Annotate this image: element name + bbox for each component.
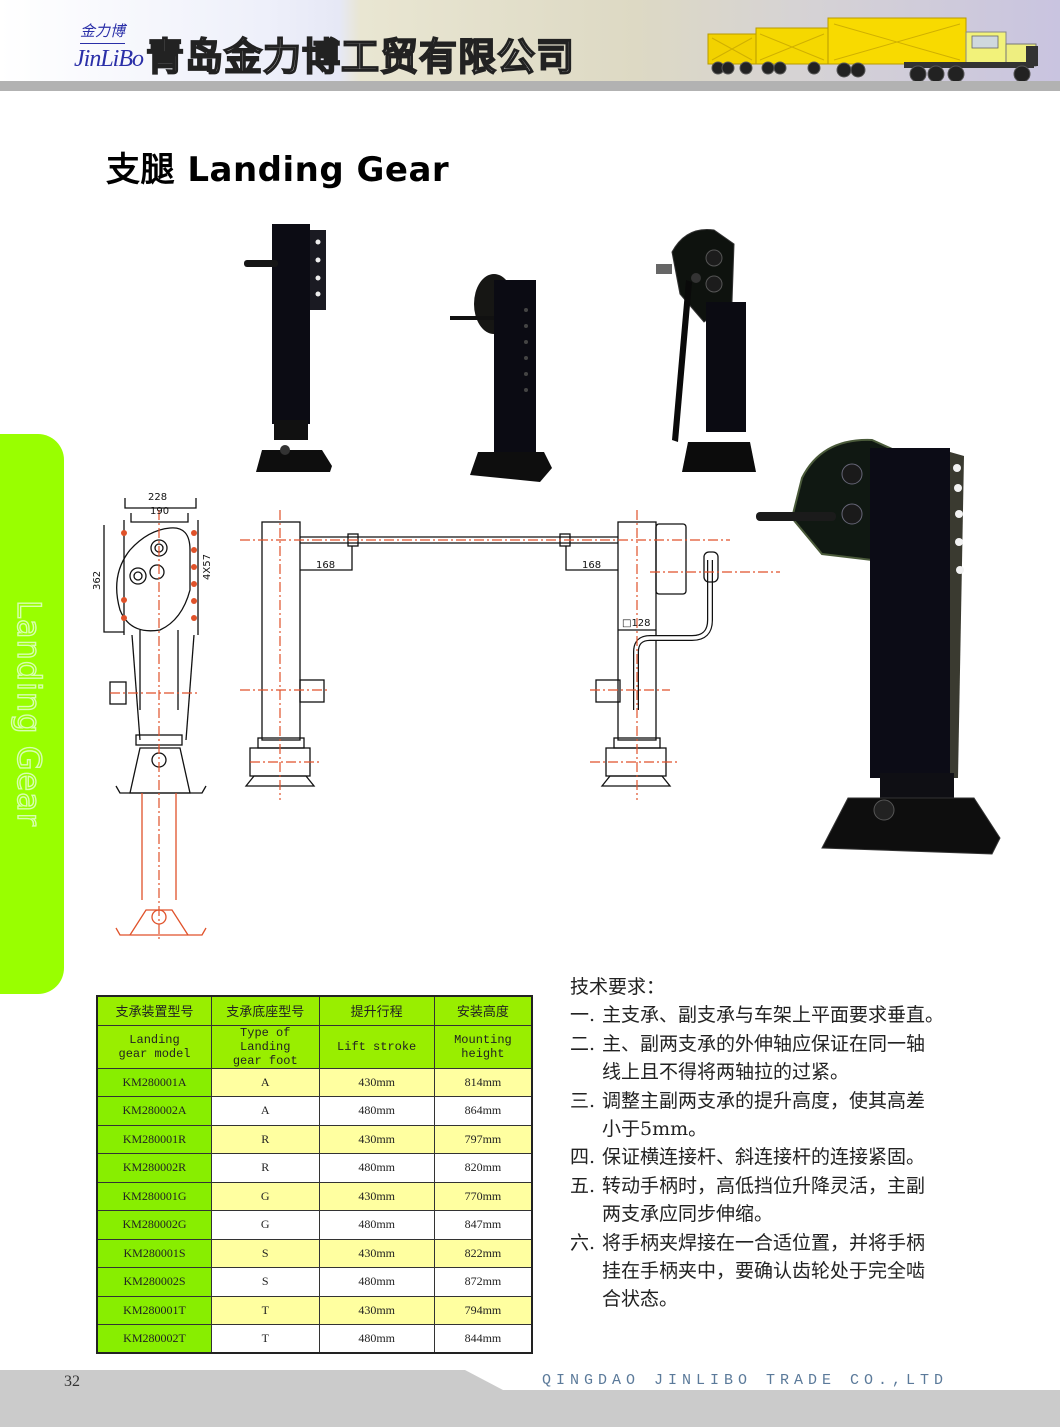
cell-foot: G <box>211 1210 320 1240</box>
cell-foot: S <box>211 1238 320 1268</box>
company-logo: 金力博 JinLiBo <box>74 20 144 82</box>
dim-hole-pattern: 4X57 <box>202 554 213 580</box>
footer-notch <box>465 1370 1060 1390</box>
company-name-chinese: 青岛金力博工贸有限公司 <box>145 34 576 80</box>
cell-height: 847mm <box>433 1210 533 1240</box>
header-model-cn: 支承装置型号 <box>96 995 213 1026</box>
cell-stroke: 430mm <box>318 1238 435 1268</box>
cell-stroke: 480mm <box>318 1096 435 1126</box>
cell-stroke: 430mm <box>318 1067 435 1097</box>
logo-chinese-text: 金力博 <box>80 20 126 44</box>
logo-english-text: JinLiBo <box>74 46 144 72</box>
landing-gear-photo-2 <box>450 274 552 482</box>
table-row: KM280002G G 480mm 847mm <box>96 1210 533 1240</box>
landing-gear-photo-4 <box>756 438 1001 855</box>
cell-model: KM280001T <box>96 1295 213 1325</box>
cell-height: 872mm <box>433 1267 533 1297</box>
truck-banner-image <box>707 17 1038 83</box>
cell-foot: S <box>211 1267 320 1297</box>
dim-width-inner: 190 <box>150 506 169 517</box>
cell-model: KM280001G <box>96 1181 213 1211</box>
cell-foot: A <box>211 1067 320 1097</box>
cell-height: 814mm <box>433 1067 533 1097</box>
cell-stroke: 480mm <box>318 1324 435 1354</box>
section-side-tab-label: Landing Gear <box>9 599 48 827</box>
cell-stroke: 430mm <box>318 1295 435 1325</box>
table-row: KM280002S S 480mm 872mm <box>96 1267 533 1297</box>
cell-stroke: 430mm <box>318 1124 435 1154</box>
header-stroke-en: Lift stroke <box>318 1024 435 1069</box>
table-row: KM280001S S 430mm 822mm <box>96 1238 533 1268</box>
dim-shaft-offset-right: 168 <box>582 560 601 571</box>
tech-item: 三. 调整主副两支承的提升高度，使其高差小于5mm。 <box>570 1089 926 1141</box>
table-header-cn-row: 支承装置型号 支承底座型号 提升行程 安装高度 <box>96 995 533 1026</box>
page-header: 金力博 JinLiBo 青岛金力博工贸有限公司 <box>0 0 1060 90</box>
page-number: 32 <box>64 1373 80 1390</box>
cell-height: 794mm <box>433 1295 533 1325</box>
cell-foot: G <box>211 1181 320 1211</box>
cell-stroke: 430mm <box>318 1181 435 1211</box>
tech-item: 五. 转动手柄时，高低挡位升降灵活，主副两支承应同步伸缩。 <box>570 1174 926 1226</box>
cell-model: KM280001A <box>96 1067 213 1097</box>
cell-height: 797mm <box>433 1124 533 1154</box>
dim-tube-size: □128 <box>622 618 651 629</box>
cell-foot: T <box>211 1324 320 1354</box>
table-row: KM280001G G 430mm 770mm <box>96 1181 533 1211</box>
cell-stroke: 480mm <box>318 1153 435 1183</box>
tech-item: 二. 主、副两支承的外伸轴应保证在同一轴线上且不得将两轴拉的过紧。 <box>570 1032 926 1084</box>
table-row: KM280001A A 430mm 814mm <box>96 1067 533 1097</box>
cell-foot: R <box>211 1153 320 1183</box>
cell-height: 770mm <box>433 1181 533 1211</box>
technical-drawing: 228 190 362 4X57 168 168 □128 <box>92 492 780 940</box>
landing-gear-photo-3 <box>656 228 756 472</box>
table-row: KM280001R R 430mm 797mm <box>96 1124 533 1154</box>
cell-model: KM280002S <box>96 1267 213 1297</box>
cell-model: KM280002G <box>96 1210 213 1240</box>
dim-width-outer: 228 <box>148 492 167 503</box>
page-title: 支腿 Landing Gear <box>106 150 450 190</box>
header-divider-bar <box>0 81 1060 91</box>
cell-model: KM280002R <box>96 1153 213 1183</box>
table-row: KM280001T T 430mm 794mm <box>96 1295 533 1325</box>
header-stroke-cn: 提升行程 <box>318 995 435 1026</box>
cell-foot: A <box>211 1096 320 1126</box>
tech-item: 一. 主支承、副支承与车架上平面要求垂直。 <box>570 1004 945 1027</box>
cell-model: KM280002T <box>96 1324 213 1354</box>
cell-model: KM280001S <box>96 1238 213 1268</box>
tech-requirements-title: 技术要求： <box>570 976 666 998</box>
tech-item: 四. 保证横连接杆、斜连接杆的连接紧固。 <box>570 1146 926 1169</box>
cell-foot: T <box>211 1295 320 1325</box>
technical-requirements: 技术要求： 一. 主支承、副支承与车架上平面要求垂直。 二. 主、副两支承的外伸… <box>570 973 990 1314</box>
cell-height: 820mm <box>433 1153 533 1183</box>
table-row: KM280002T T 480mm 844mm <box>96 1324 533 1354</box>
table-row: KM280002A A 480mm 864mm <box>96 1096 533 1126</box>
dim-shaft-offset-left: 168 <box>316 560 335 571</box>
tech-item: 六. 将手柄夹焊接在一合适位置，并将手柄挂在手柄夹中，要确认齿轮处于完全啮合状态… <box>570 1231 926 1311</box>
cell-height: 864mm <box>433 1096 533 1126</box>
header-foot-cn: 支承底座型号 <box>211 995 320 1026</box>
landing-gear-photo-1 <box>244 224 332 472</box>
cell-model: KM280001R <box>96 1124 213 1154</box>
cell-height: 822mm <box>433 1238 533 1268</box>
cell-stroke: 480mm <box>318 1267 435 1297</box>
table-row: KM280002R R 480mm 820mm <box>96 1153 533 1183</box>
cell-model: KM280002A <box>96 1096 213 1126</box>
cell-stroke: 480mm <box>318 1210 435 1240</box>
cell-height: 844mm <box>433 1324 533 1354</box>
footer-company-name: QINGDAO JINLIBO TRADE CO.,LTD <box>542 1372 949 1389</box>
cell-foot: R <box>211 1124 320 1154</box>
dim-height: 362 <box>92 571 103 590</box>
header-height-cn: 安装高度 <box>433 995 533 1026</box>
section-side-tab <box>0 434 64 994</box>
